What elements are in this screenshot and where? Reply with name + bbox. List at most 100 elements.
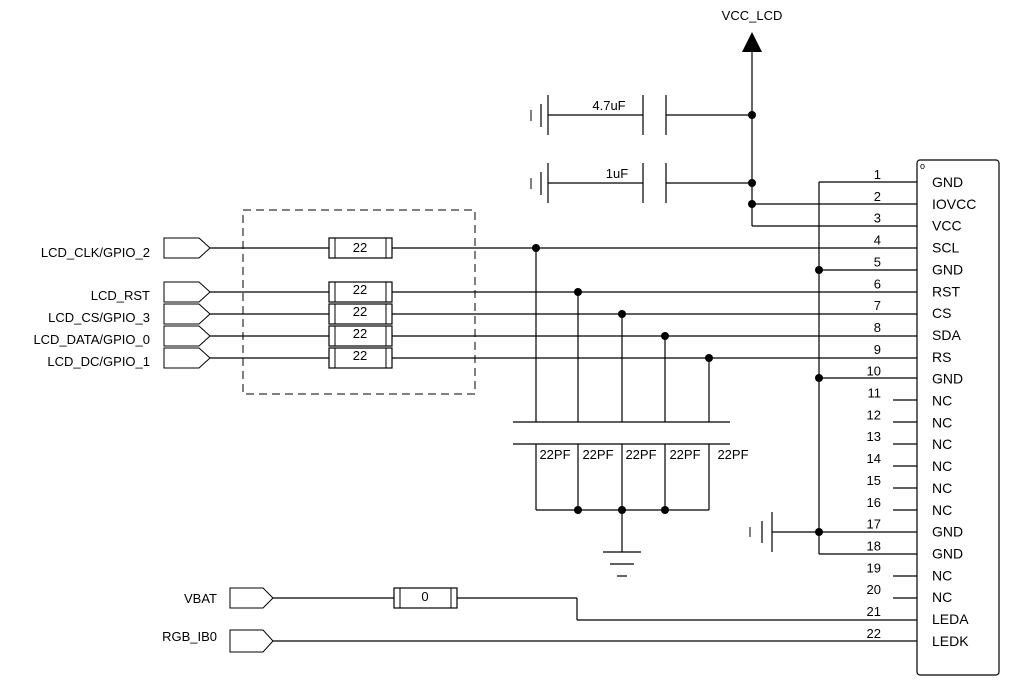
ground-icon xyxy=(749,512,773,552)
pin-name: RS xyxy=(932,349,951,365)
net-label: RGB_IB0 xyxy=(162,629,217,644)
signal-dc: 22 xyxy=(210,347,917,369)
pin-number: 12 xyxy=(867,407,881,422)
pin-number: 10 xyxy=(867,364,881,379)
power-arrow-icon xyxy=(742,32,762,52)
net-label: LCD_RST xyxy=(91,288,150,303)
pin-name: VCC xyxy=(932,218,962,234)
net-label: LCD_CS/GPIO_3 xyxy=(48,310,150,325)
port-lcd-data: LCD_DATA/GPIO_0 xyxy=(33,325,211,347)
pin-number: 17 xyxy=(867,517,881,532)
signal-rst: 22 xyxy=(210,281,917,303)
pin1-marker: o xyxy=(920,161,925,171)
net-label: LCD_DC/GPIO_1 xyxy=(47,354,150,369)
cap-value-label: 22PF xyxy=(582,447,613,462)
pin-name: GND xyxy=(932,261,963,277)
pin-name: LEDA xyxy=(932,611,969,627)
pin-number: 18 xyxy=(867,538,881,553)
pin-number: 6 xyxy=(874,276,881,291)
pin-name: NC xyxy=(932,480,952,496)
pin-number: 19 xyxy=(867,560,881,575)
resistor-value: 22 xyxy=(353,326,367,341)
pin-name: SDA xyxy=(932,327,961,343)
pin-name: CS xyxy=(932,305,951,321)
pin-name: NC xyxy=(932,436,952,452)
pin-name: GND xyxy=(932,524,963,540)
capacitor-1uf: 1uF xyxy=(530,163,752,203)
signal-clk: 22 xyxy=(210,237,917,259)
pin-number: 21 xyxy=(867,604,881,619)
connector-body xyxy=(916,159,1000,676)
cap-value-label: 22PF xyxy=(539,447,570,462)
port-flag-icon xyxy=(163,303,211,325)
port-flag-icon xyxy=(163,325,211,347)
vcc-lcd-label: VCC_LCD xyxy=(722,8,783,23)
port-flag-icon xyxy=(163,347,211,369)
pin-number: 22 xyxy=(867,626,881,641)
resistor-value: 22 xyxy=(353,282,367,297)
pin-name: GND xyxy=(932,174,963,190)
port-lcd-clk: LCD_CLK/GPIO_2 xyxy=(41,237,211,260)
pin-name: NC xyxy=(932,567,952,583)
pin-number: 14 xyxy=(867,451,881,466)
pin-name: SCL xyxy=(932,240,959,256)
pin-name: GND xyxy=(932,545,963,561)
capacitor-4-7uf: 4.7uF xyxy=(530,95,752,135)
filter-capacitor-bank: 22PF 22PF 22PF 22PF 22PF xyxy=(513,248,749,577)
pin-name: IOVCC xyxy=(932,196,976,212)
nc-stubs xyxy=(893,399,917,599)
gnd-bus xyxy=(749,181,917,555)
port-lcd-rst: LCD_RST xyxy=(91,281,211,303)
resistor-value: 22 xyxy=(353,240,367,255)
pin-name: RST xyxy=(932,283,960,299)
pin-number: 16 xyxy=(867,495,881,510)
pin-number: 8 xyxy=(874,320,881,335)
pin-name: NC xyxy=(932,458,952,474)
rgb-path: RGB_IB0 xyxy=(162,629,917,653)
pin-number: 11 xyxy=(868,386,882,401)
port-lcd-cs: LCD_CS/GPIO_3 xyxy=(48,303,211,325)
junction-dot xyxy=(815,266,823,274)
vcc-lcd-power-symbol: VCC_LCD xyxy=(722,8,917,227)
pin-number: 2 xyxy=(874,189,881,204)
port-flag-icon xyxy=(163,237,211,259)
pin-number: 3 xyxy=(874,211,881,226)
pin-number: 15 xyxy=(867,473,881,488)
cap-value-label: 22PF xyxy=(625,447,656,462)
net-label: LCD_DATA/GPIO_0 xyxy=(33,332,150,347)
port-flag-icon xyxy=(229,587,274,609)
ground-icon xyxy=(603,551,641,577)
vbat-path: VBAT 0 xyxy=(184,587,917,621)
port-lcd-dc: LCD_DC/GPIO_1 xyxy=(47,347,211,369)
resistor-value: 22 xyxy=(353,348,367,363)
pin-number: 9 xyxy=(874,342,881,357)
junction-dot xyxy=(748,200,756,208)
junction-dot xyxy=(574,506,582,514)
net-label: LCD_CLK/GPIO_2 xyxy=(41,245,150,260)
port-flag-icon xyxy=(229,629,274,653)
net-label: VBAT xyxy=(184,591,217,606)
resistor-value: 0 xyxy=(421,589,428,604)
pin-number: 7 xyxy=(874,298,881,313)
pin-number: 4 xyxy=(874,233,881,248)
cap-value-label: 4.7uF xyxy=(592,98,625,113)
signal-cs: 22 xyxy=(210,303,917,325)
pin-number: 20 xyxy=(867,582,881,597)
pin-number: 13 xyxy=(867,429,881,444)
pin-number: 5 xyxy=(874,254,881,269)
pin-number: 1 xyxy=(874,167,881,182)
signal-data: 22 xyxy=(210,325,917,347)
pin-name: GND xyxy=(932,371,963,387)
port-flag-icon xyxy=(163,281,211,303)
pin-name: NC xyxy=(932,589,952,605)
pin-name: NC xyxy=(932,393,952,409)
resistor-value: 22 xyxy=(353,304,367,319)
cap-value-label: 22PF xyxy=(717,447,748,462)
pin-name: LEDK xyxy=(932,633,969,649)
pin-name: NC xyxy=(932,414,952,430)
cap-value-label: 1uF xyxy=(606,166,628,181)
